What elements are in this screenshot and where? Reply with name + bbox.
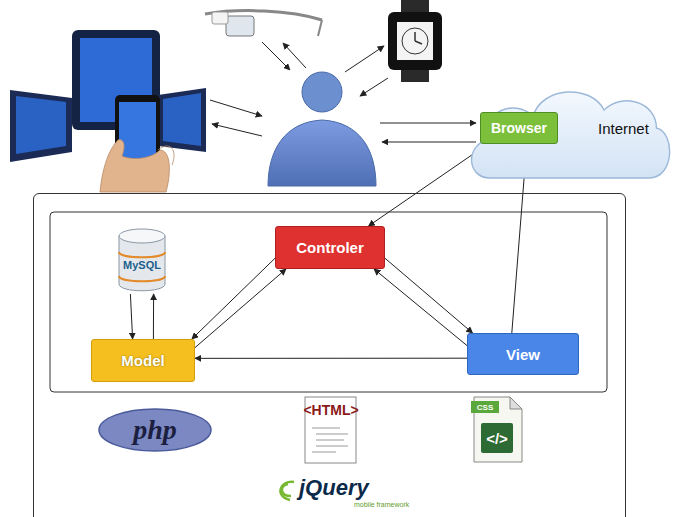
flow-arrow bbox=[195, 358, 467, 359]
css-icon-text: CSS bbox=[477, 403, 493, 412]
php-logo-text: php bbox=[133, 414, 177, 446]
user-arrows bbox=[210, 42, 476, 142]
node-text: View bbox=[506, 346, 540, 363]
controller-box: Controler bbox=[275, 226, 385, 269]
node-text: mobile framework bbox=[354, 501, 409, 508]
user-figure bbox=[268, 72, 376, 186]
css-icon bbox=[471, 397, 522, 462]
inner-frame bbox=[50, 212, 607, 392]
node-text: jQuery bbox=[299, 475, 369, 501]
jquery-swirl bbox=[280, 482, 294, 500]
view-box: View bbox=[467, 333, 579, 375]
flow-arrow bbox=[130, 294, 132, 339]
database-cylinder: MySQL bbox=[113, 226, 171, 294]
framework-frame: jQuerymobile framework MySQL ControlerMode… bbox=[33, 193, 626, 517]
node-text: Model bbox=[121, 352, 164, 369]
browser-box: Browser bbox=[480, 112, 558, 144]
flow-arrow bbox=[385, 258, 473, 333]
node-text: MySQL bbox=[113, 259, 171, 271]
model-box: Model bbox=[91, 339, 195, 382]
node-text: Browser bbox=[491, 120, 547, 136]
node-text: Controler bbox=[296, 239, 364, 256]
smartwatch bbox=[388, 0, 442, 82]
php-logo bbox=[99, 409, 211, 451]
internet-cloud: Internet Browser bbox=[462, 78, 677, 190]
html-icon-text: <HTML> bbox=[303, 402, 358, 418]
flow-arrow bbox=[195, 269, 286, 348]
flow-arrow bbox=[192, 258, 275, 339]
node-text: Internet bbox=[598, 120, 649, 137]
smart-glasses bbox=[205, 11, 322, 36]
flow-arrow bbox=[153, 294, 154, 339]
code-symbol: </> bbox=[486, 430, 508, 447]
flow-arrow bbox=[369, 144, 488, 226]
devices bbox=[10, 30, 206, 192]
flow-arrow bbox=[374, 269, 467, 346]
